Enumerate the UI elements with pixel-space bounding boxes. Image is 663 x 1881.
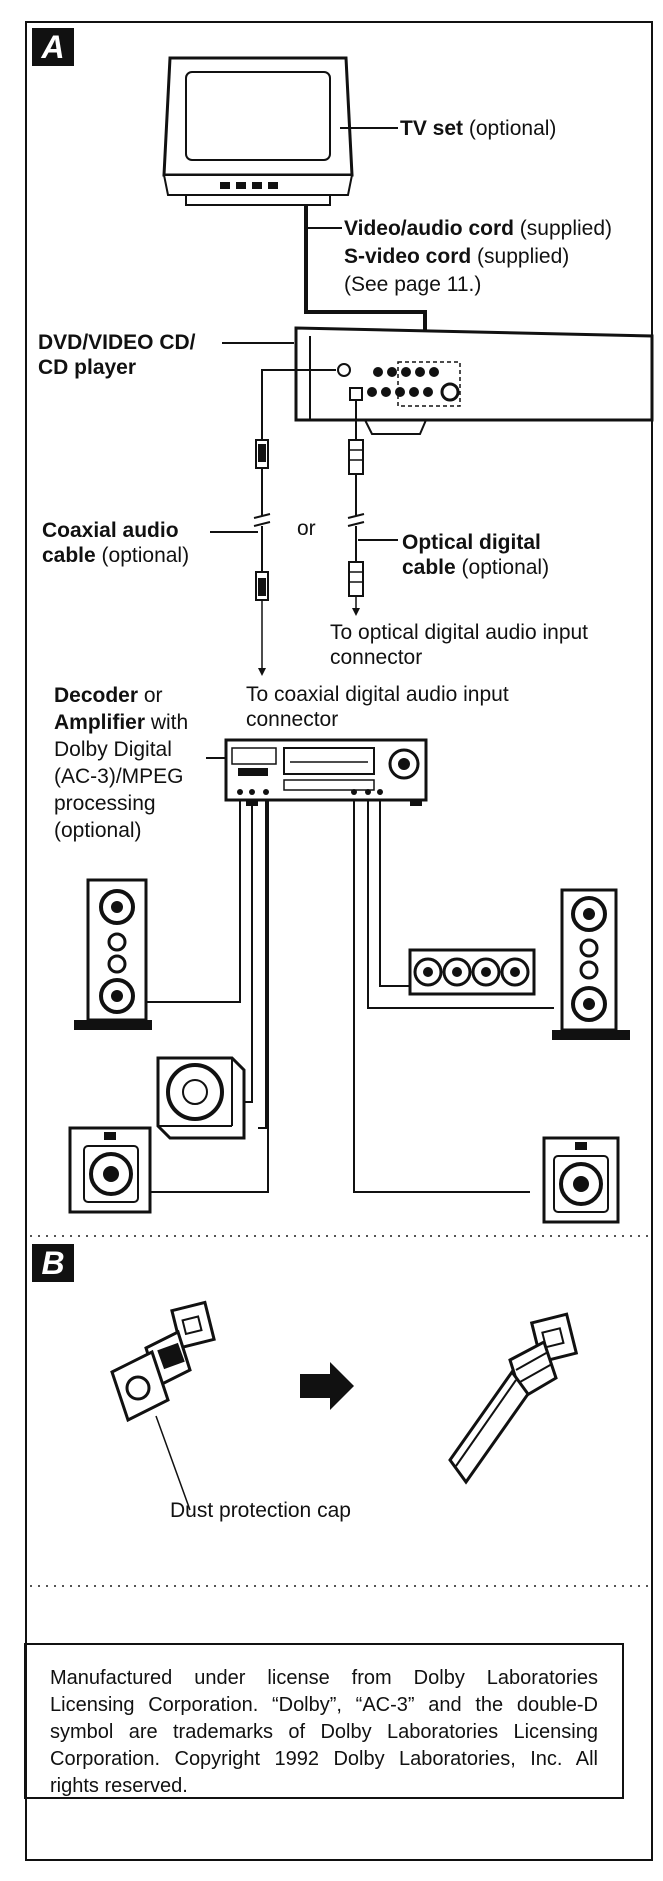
coaxial-cable-drawing xyxy=(253,369,336,676)
dvd-player-label-line2: CD player xyxy=(38,356,137,379)
s-video-cord-label: S-video cord (supplied) xyxy=(344,244,569,269)
front-left-speaker-drawing xyxy=(74,878,152,1030)
optical-cable-rest: (optional) xyxy=(455,556,550,579)
or-label: or xyxy=(297,517,316,540)
coaxial-cable-bold1: Coaxial audio xyxy=(42,519,179,542)
surround-left-speaker-drawing xyxy=(68,1126,152,1214)
to-optical-line2: connector xyxy=(330,646,423,669)
dvd-player-label-line1: DVD/VIDEO CD/ xyxy=(38,331,196,354)
to-coaxial-input-label: To coaxial digital audio input connector xyxy=(246,682,509,732)
see-page-label: (See page 11.) xyxy=(344,273,482,296)
dolby-license-notice: Manufactured under license from Dolby La… xyxy=(24,1643,624,1799)
video-audio-cord-bold: Video/audio cord xyxy=(344,217,514,240)
center-speaker-drawing xyxy=(408,948,536,996)
connector-with-cap-drawing xyxy=(110,1300,216,1511)
subwoofer-drawing xyxy=(156,1056,246,1140)
tv-set-drawing xyxy=(162,56,354,206)
amplifier-drawing xyxy=(224,738,428,806)
to-coaxial-line2: connector xyxy=(246,708,339,731)
optical-cable-bold2: cable xyxy=(402,556,456,579)
decoder-amplifier-label: Decoder or Amplifier with Dolby Digital … xyxy=(54,682,188,844)
amplifier-bold: Amplifier xyxy=(54,711,146,734)
video-audio-cord-label: Video/audio cord (supplied) xyxy=(344,216,612,241)
ac3-mpeg-line: (AC-3)/MPEG xyxy=(54,765,184,788)
optical-cable-bold1: Optical digital xyxy=(402,531,541,554)
tv-set-label-bold: TV set xyxy=(400,117,464,140)
decoder-bold: Decoder xyxy=(54,684,139,707)
coaxial-cable-rest: (optional) xyxy=(95,544,190,567)
arrow-right-icon xyxy=(300,1362,354,1410)
dolby-digital-line: Dolby Digital xyxy=(54,738,172,761)
video-audio-cord-rest: (supplied) xyxy=(513,217,613,240)
dust-cap-label: Dust protection cap xyxy=(170,1499,351,1522)
section-a-badge: A xyxy=(32,28,74,66)
tv-set-label: TV set (optional) xyxy=(400,116,556,141)
processing-line: processing xyxy=(54,792,156,815)
to-optical-input-label: To optical digital audio input connector xyxy=(330,620,588,670)
amplifier-rest: with xyxy=(145,711,189,734)
s-video-cord-bold: S-video cord xyxy=(344,245,472,268)
dvd-player-label: DVD/VIDEO CD/ CD player xyxy=(38,330,196,380)
surround-right-speaker-drawing xyxy=(542,1136,620,1224)
decoder-rest: or xyxy=(138,684,163,707)
s-video-cord-rest: (supplied) xyxy=(471,245,570,268)
tv-set-label-rest: (optional) xyxy=(463,117,557,140)
coaxial-cable-bold2: cable xyxy=(42,544,96,567)
optical-cable-drawing xyxy=(347,400,365,616)
to-coaxial-line1: To coaxial digital audio input xyxy=(246,683,509,706)
connector-plugged-drawing xyxy=(448,1312,579,1485)
front-right-speaker-drawing xyxy=(552,888,630,1040)
to-optical-line1: To optical digital audio input xyxy=(330,621,589,644)
coaxial-cable-label: Coaxial audio cable (optional) xyxy=(42,518,189,568)
speaker-wires xyxy=(146,800,554,1193)
optical-cable-label: Optical digital cable (optional) xyxy=(402,530,549,580)
dvd-player-drawing xyxy=(294,326,654,435)
optional-line: (optional) xyxy=(54,819,142,842)
section-b-badge: B xyxy=(32,1244,74,1282)
